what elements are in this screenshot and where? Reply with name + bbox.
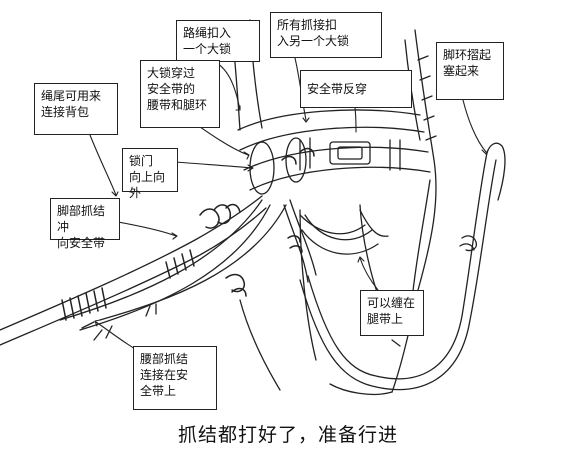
label-foot-prusik: 脚部抓结冲 向安全带 [50, 198, 120, 250]
prusik-knots [61, 147, 315, 321]
label-rope-tail: 绳尾可用来 连接背包 [34, 83, 118, 135]
figure-caption: 抓结都打好了，准备行进 [177, 424, 398, 446]
leader-gate [175, 161, 253, 169]
label-wrap-belt: 可以缠在 腿带上 [360, 290, 424, 336]
label-all-grabs: 所有抓接扣 入另一个大锁 [270, 12, 382, 58]
leader-harness-reverse [354, 107, 357, 133]
leader-foot-loop [462, 99, 487, 153]
main-rope [0, 195, 267, 346]
harness-leg-loop [301, 209, 389, 255]
leader-foot-prusik [117, 221, 177, 237]
label-rope-lock: 路绳扣入 一个大锁 [176, 20, 260, 62]
foot-loop [299, 142, 506, 391]
leader-wrap-belt [359, 257, 379, 291]
label-harness-reverse: 安全带反穿 [300, 70, 412, 108]
harness-waist-belt [237, 109, 431, 191]
label-lock-through: 大锁穿过 安全带的 腰带和腿环 [140, 60, 220, 128]
label-gate: 锁门 向上向外 [122, 148, 178, 200]
rope-tail [81, 303, 157, 341]
label-foot-loop-fold: 脚环摺起 塞起来 [436, 42, 504, 100]
leader-rope-tail [89, 134, 117, 196]
label-waist-prusik: 腰部抓结 连接在安 全带上 [133, 346, 217, 410]
